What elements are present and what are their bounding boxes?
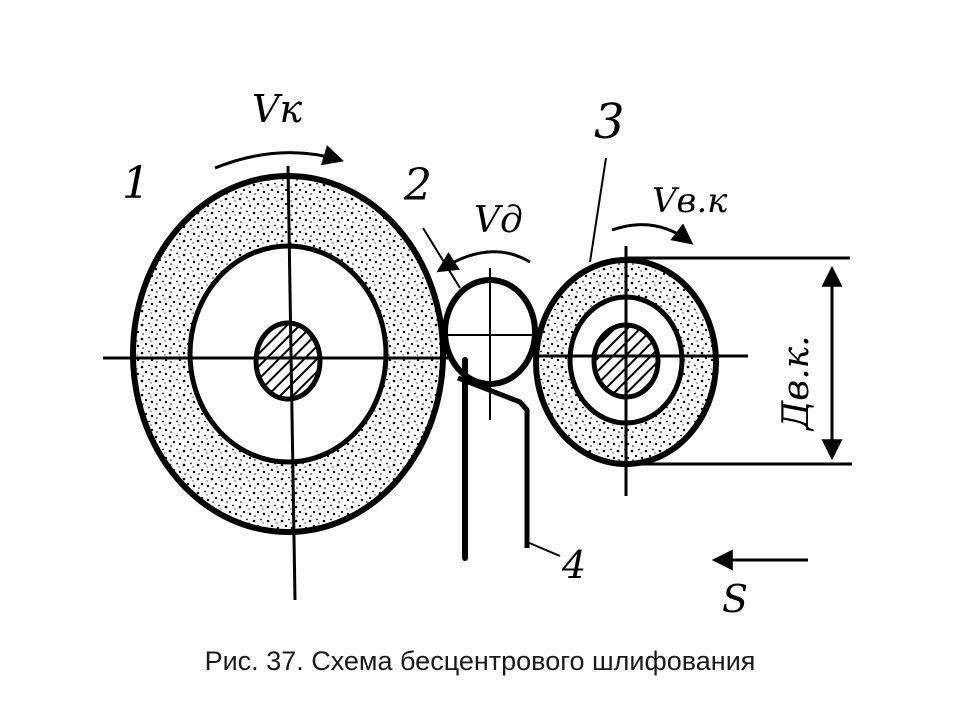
leader-3 [589, 157, 607, 263]
label-speed-vd: Vд [474, 200, 523, 241]
grinding-wheel-axis-v [286, 165, 297, 601]
work-rest [457, 357, 561, 561]
rotation-arrow-vd [436, 250, 531, 273]
label-feed-s: S [722, 577, 748, 621]
label-wheel-3: 3 [594, 94, 625, 150]
label-diameter: Дв.к. [776, 335, 817, 432]
rotation-arrow-vk [214, 145, 345, 170]
label-speed-vbk: Vв.к [652, 181, 728, 221]
rotation-arrow-vbk [611, 223, 694, 245]
diameter-dimension [626, 256, 852, 466]
grinding-wheel-shaft [253, 320, 323, 402]
label-ball-2: 2 [403, 160, 432, 211]
label-support-4: 4 [561, 543, 586, 587]
grinding-wheel [103, 165, 448, 601]
label-wheel-1: 1 [122, 158, 150, 209]
label-speed-vk: Vк [252, 87, 302, 131]
leader-4 [526, 541, 561, 557]
figure-caption: Рис. 37. Схема бесцентрового шлифования [204, 646, 756, 676]
regulating-wheel [533, 157, 748, 496]
